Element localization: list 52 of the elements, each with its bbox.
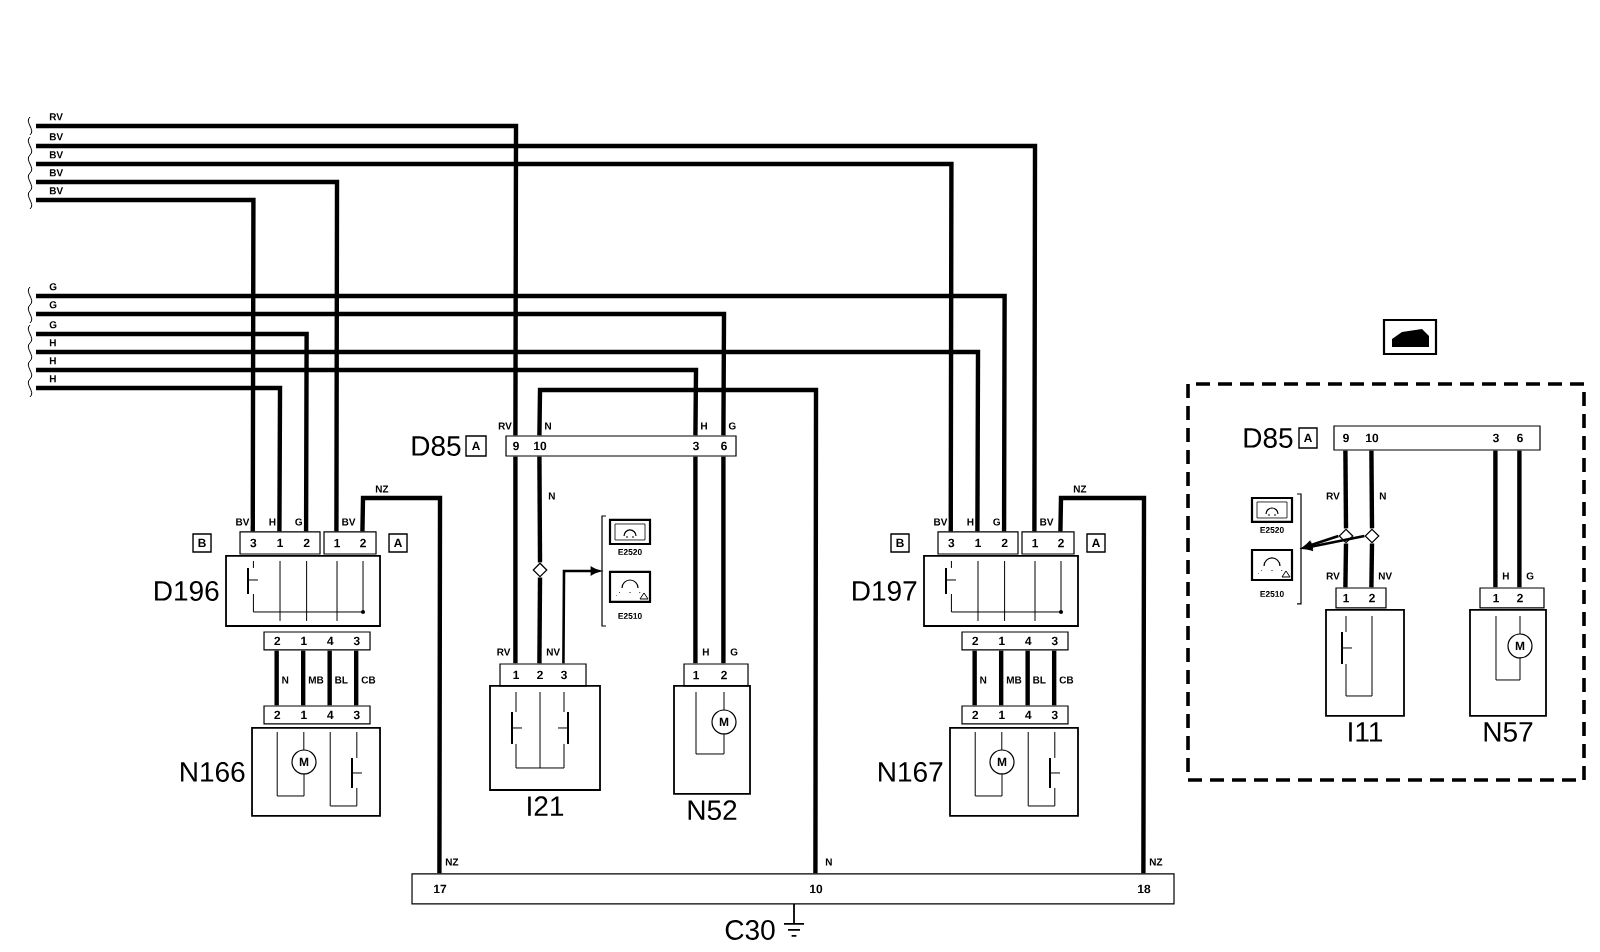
arrow	[1303, 534, 1365, 551]
wire	[1051, 650, 1057, 706]
wire	[301, 650, 306, 706]
wire	[1343, 450, 1349, 529]
node-label: N52	[688, 800, 737, 821]
wire	[1493, 450, 1498, 588]
wire	[36, 385, 283, 532]
wire	[36, 349, 981, 532]
wire	[537, 456, 543, 563]
wire	[1058, 495, 1147, 874]
wire	[36, 197, 256, 532]
splice-diamond	[532, 562, 548, 578]
node-label: N57	[1484, 722, 1533, 742]
splice-diamond	[1338, 528, 1354, 544]
wire	[537, 577, 543, 664]
node-label: N166	[181, 762, 245, 782]
wire	[513, 456, 518, 664]
wire	[36, 293, 1007, 532]
arrow	[562, 566, 600, 664]
component-box: I21	[489, 685, 601, 816]
wire	[721, 456, 726, 664]
component-box: D197	[853, 555, 1079, 627]
node-label: D196	[155, 581, 219, 601]
wire	[36, 311, 727, 436]
wire	[1517, 450, 1522, 588]
wire	[1343, 543, 1349, 588]
wire	[1369, 543, 1375, 588]
dashed-frame	[1186, 382, 1586, 782]
component-box: D196	[155, 555, 381, 627]
wire	[274, 650, 279, 706]
node-label: I21	[528, 796, 564, 816]
wire	[693, 456, 698, 664]
wire	[36, 179, 340, 532]
wire	[972, 650, 977, 706]
wire	[1369, 450, 1375, 529]
connector-label: C30	[725, 920, 775, 940]
wire	[360, 495, 443, 874]
wire	[998, 650, 1004, 706]
wire	[537, 387, 819, 874]
node-label: I11	[1349, 722, 1383, 742]
connector-label: D85	[1244, 428, 1293, 448]
node-label: D197	[853, 581, 917, 601]
wire	[327, 650, 332, 706]
component-box: I11	[1325, 609, 1405, 742]
wire	[36, 123, 519, 436]
wire	[36, 331, 309, 532]
wire	[36, 367, 699, 436]
wire	[354, 650, 359, 706]
splice-diamond	[1364, 528, 1380, 544]
node-label: N167	[879, 762, 943, 782]
wire	[1025, 650, 1030, 706]
connector-label: D85	[412, 436, 461, 456]
